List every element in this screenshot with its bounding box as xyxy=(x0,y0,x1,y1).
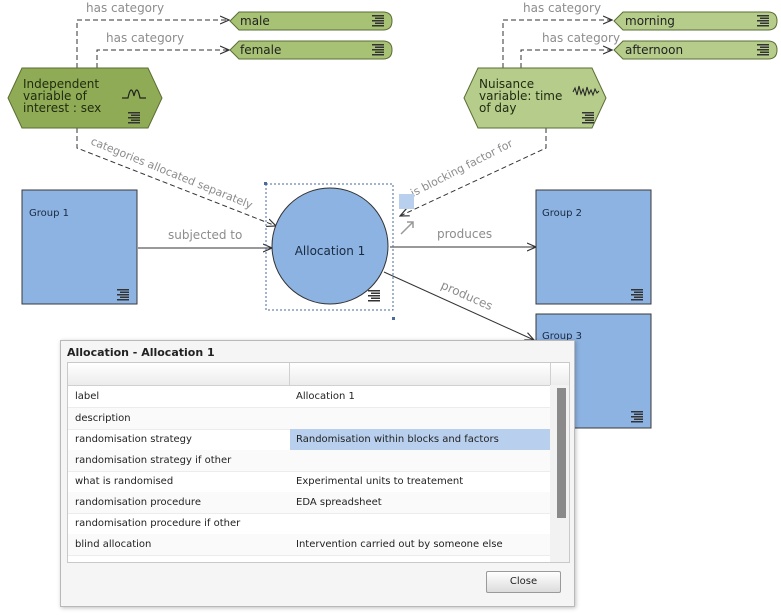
property-key: randomisation strategy xyxy=(75,434,192,445)
grid-scrollbar[interactable] xyxy=(550,385,569,562)
node-female[interactable]: female xyxy=(229,40,393,60)
edge-blocking-factor[interactable] xyxy=(400,128,547,216)
label-produces-1: produces xyxy=(437,227,492,241)
time-var-line-3: of day xyxy=(479,101,516,115)
noise-signal-icon xyxy=(572,85,600,97)
edge-sex-male[interactable] xyxy=(76,20,229,68)
property-value-cell-selected[interactable]: Randomisation within blocks and factors xyxy=(290,429,550,450)
label-has-category-1: has category xyxy=(86,1,164,15)
property-value: Experimental units to treatement xyxy=(296,476,464,487)
label-produces-2: produces xyxy=(439,278,495,313)
property-value: Intervention carried out by someone else xyxy=(296,539,503,550)
node-label-male: male xyxy=(240,14,270,28)
property-value: Allocation 1 xyxy=(296,391,355,402)
property-row[interactable]: randomisation strategy if other xyxy=(68,450,550,472)
property-key: blind allocation xyxy=(75,539,152,550)
scrollbar-thumb[interactable] xyxy=(557,388,566,518)
property-row[interactable]: randomisation strategy Randomisation wit… xyxy=(68,429,550,451)
property-value-cell[interactable]: Intervention carried out by someone else xyxy=(290,534,550,555)
property-key: randomisation strategy if other xyxy=(75,455,232,466)
group-3-label: Group 3 xyxy=(542,331,582,342)
node-label-morning: morning xyxy=(625,14,675,28)
node-nuisance-variable-time[interactable]: Nuisance variable: time of day xyxy=(463,67,607,129)
node-male[interactable]: male xyxy=(229,11,393,31)
label-blocking-factor: is blocking factor for xyxy=(408,137,515,200)
label-has-category-4: has category xyxy=(542,31,620,45)
edge-produces-group3[interactable] xyxy=(383,271,534,340)
edge-sex-female[interactable] xyxy=(96,50,229,68)
property-row[interactable]: randomisation procedure EDA spreadsheet xyxy=(68,492,550,514)
column-separator[interactable] xyxy=(289,363,290,385)
edge-categories-allocated[interactable] xyxy=(76,128,276,226)
time-var-line-1: Nuisance xyxy=(479,77,534,91)
edge-time-afternoon[interactable] xyxy=(520,50,612,68)
signal-wave-icon xyxy=(122,89,146,99)
header-tail xyxy=(550,363,569,385)
edge-time-morning[interactable] xyxy=(502,20,612,68)
grid-header xyxy=(68,363,569,386)
property-value-cell[interactable] xyxy=(290,513,550,534)
time-var-line-2: variable: time xyxy=(479,89,562,103)
node-group-1[interactable]: Group 1 xyxy=(21,189,138,305)
node-afternoon[interactable]: afternoon xyxy=(613,40,778,60)
property-key: description xyxy=(75,413,131,424)
property-row[interactable]: what is randomised Experimental units to… xyxy=(68,471,550,493)
property-row[interactable]: label Allocation 1 xyxy=(68,386,550,408)
property-value-cell[interactable]: EDA spreadsheet xyxy=(290,492,550,513)
property-value-cell[interactable] xyxy=(290,408,550,429)
property-value-cell[interactable]: Allocation 1 xyxy=(290,386,550,407)
node-label-afternoon: afternoon xyxy=(625,43,683,57)
node-group-2[interactable]: Group 2 xyxy=(535,189,652,305)
text-lines-icon xyxy=(368,290,380,302)
property-key: randomisation procedure xyxy=(75,497,201,508)
resize-handle-bottom-right[interactable] xyxy=(392,317,395,320)
allocation-label: Allocation 1 xyxy=(295,244,366,258)
property-key: label xyxy=(75,391,100,402)
property-key: what is randomised xyxy=(75,476,174,487)
sex-var-line-2: variable of xyxy=(23,89,88,103)
property-value-cell[interactable] xyxy=(290,450,550,471)
sex-var-line-3: interest : sex xyxy=(23,101,101,115)
dialog-title: Allocation - Allocation 1 xyxy=(67,346,215,359)
label-has-category-3: has category xyxy=(523,1,601,15)
group-2-label: Group 2 xyxy=(542,208,582,219)
node-allocation-1[interactable]: Allocation 1 xyxy=(264,182,395,320)
node-morning[interactable]: morning xyxy=(613,11,778,31)
node-label-female: female xyxy=(240,43,281,57)
properties-grid: label Allocation 1 description randomisa… xyxy=(67,362,570,563)
property-row[interactable]: description xyxy=(68,408,550,430)
node-independent-variable-sex[interactable]: Independent variable of interest : sex xyxy=(7,67,163,129)
close-button[interactable]: Close xyxy=(486,571,561,593)
label-subjected-to: subjected to xyxy=(168,228,242,242)
property-value: Randomisation within blocks and factors xyxy=(296,434,499,445)
group-1-label: Group 1 xyxy=(29,208,69,219)
property-row[interactable]: blind allocation Intervention carried ou… xyxy=(68,534,550,556)
allocation-properties-dialog: Allocation - Allocation 1 label Allocati… xyxy=(60,340,575,607)
property-key: randomisation procedure if other xyxy=(75,518,241,529)
property-row[interactable]: randomisation procedure if other xyxy=(68,513,550,535)
property-value: EDA spreadsheet xyxy=(296,497,382,508)
selection-box xyxy=(265,183,394,311)
connection-handle[interactable] xyxy=(399,194,414,235)
property-value-cell[interactable]: Experimental units to treatement xyxy=(290,471,550,492)
pencil-arrow-icon xyxy=(400,221,414,235)
label-has-category-2: has category xyxy=(106,31,184,45)
sex-var-line-1: Independent xyxy=(23,77,99,91)
resize-handle-top-left[interactable] xyxy=(264,182,267,185)
